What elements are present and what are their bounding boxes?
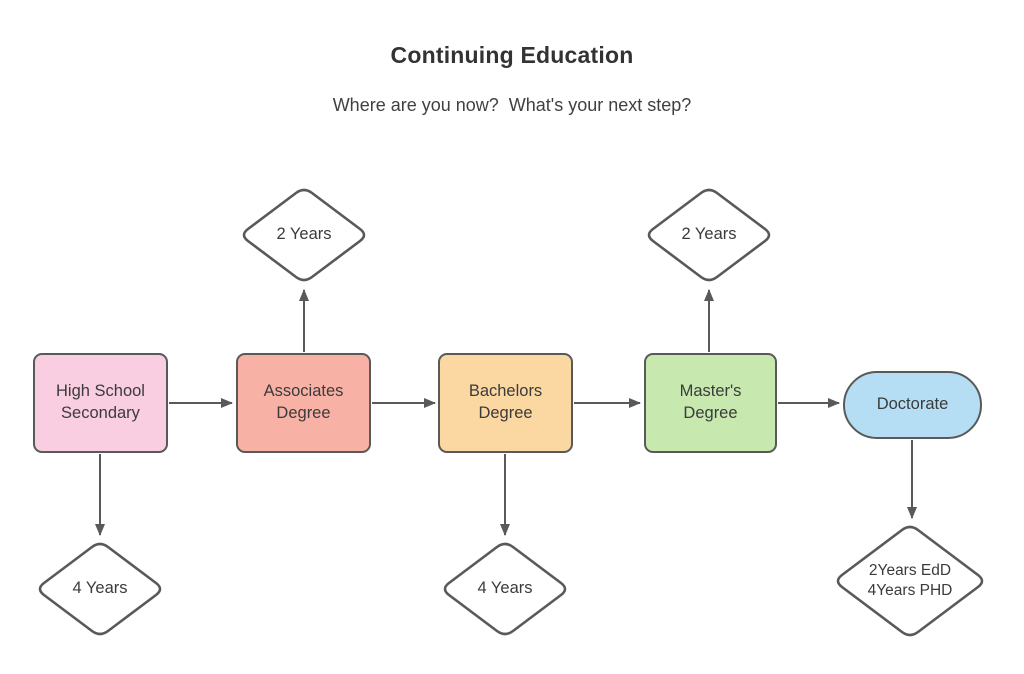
diamond-shape [643,185,775,285]
diamond-shape [832,522,988,640]
node-bachelors-degree: Bachelors Degree [438,353,573,453]
decision-label: 2 Years [276,225,332,244]
diamond-shape [238,185,370,285]
decision-highschool-4-years: 4 Years [34,539,166,639]
decision-label: 4 Years [477,579,533,598]
node-associates-degree: Associates Degree [236,353,371,453]
decision-label: 2 Years [681,225,737,244]
node-doctorate: Doctorate [843,371,982,439]
decision-associates-2-years: 2 Years [238,185,370,285]
diamond-shape [439,539,571,639]
node-associates-degree-label: Associates Degree [263,382,344,422]
decision-label: 4 Years [72,579,128,598]
diagram-title: Continuing Education [390,42,634,68]
decision-label: 2Years EdD 4Years PHD [867,561,953,599]
diagram-subtitle: Where are you now? What's your next step… [332,95,692,115]
node-high-school: High School Secondary [33,353,168,453]
node-masters-degree-label: Master's Degree [679,382,742,422]
decision-doctorate-edd-phd: 2Years EdD 4Years PHD [832,522,988,640]
decision-masters-2-years: 2 Years [643,185,775,285]
decision-bachelors-4-years: 4 Years [439,539,571,639]
diamond-shape [34,539,166,639]
node-high-school-label: High School Secondary [56,382,145,422]
node-doctorate-label: Doctorate [876,395,949,414]
node-masters-degree: Master's Degree [644,353,777,453]
node-bachelors-degree-label: Bachelors Degree [468,382,543,422]
